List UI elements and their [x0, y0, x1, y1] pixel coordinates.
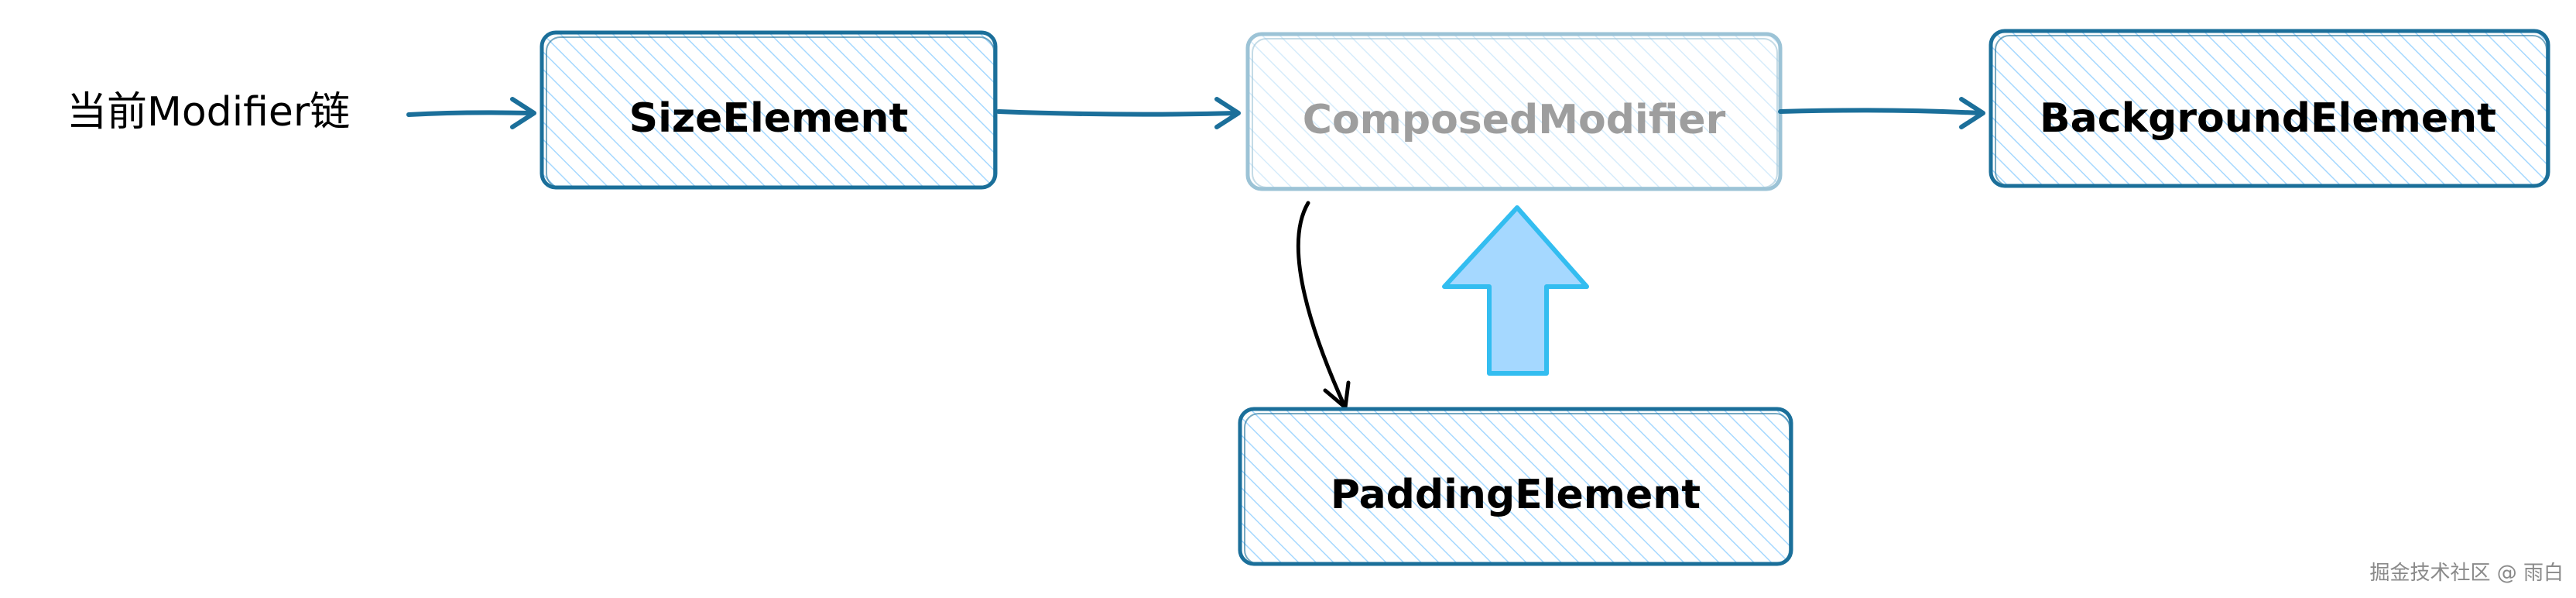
node-composed-label: ComposedModifier	[1303, 97, 1726, 143]
arrow-composed-to-padding	[1296, 201, 1351, 410]
chain-label: 当前Modifier链	[67, 89, 350, 136]
node-padding-label: PaddingElement	[1331, 472, 1701, 518]
up-arrow-icon	[1442, 205, 1589, 376]
node-background-label: BackgroundElement	[2040, 95, 2496, 142]
node-background-element: BackgroundElement	[1989, 29, 2550, 188]
arrow-size-to-composed	[996, 97, 1241, 129]
arrow-composed-to-background	[1778, 97, 1985, 129]
watermark: 掘金技术社区 @ 雨白	[2369, 562, 2564, 585]
node-size-element: SizeElement	[540, 30, 998, 190]
node-size-label: SizeElement	[629, 95, 909, 142]
node-padding-element: PaddingElement	[1238, 407, 1793, 566]
node-composed-modifier: ComposedModifier	[1245, 32, 1783, 191]
arrow-chain-to-size	[406, 97, 536, 129]
